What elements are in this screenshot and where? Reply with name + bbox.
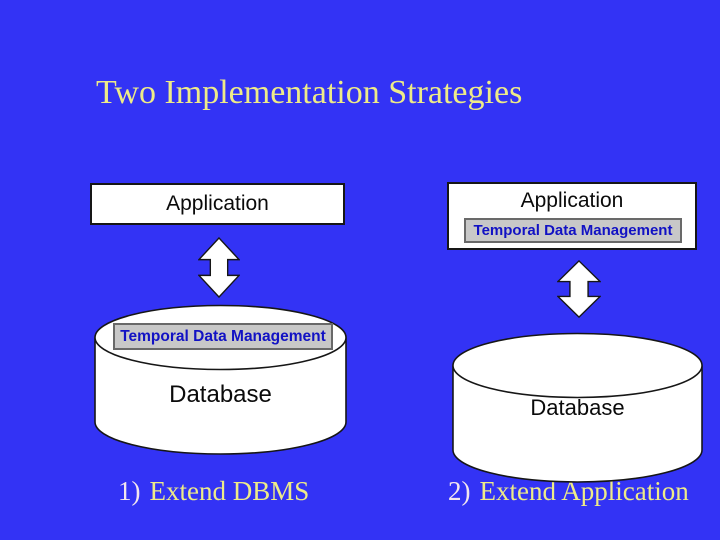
application-box-left: Application — [90, 183, 345, 225]
double-arrow-icon — [198, 237, 240, 298]
database-cylinder-left — [93, 304, 348, 456]
database-label: Database — [169, 381, 272, 408]
database-cylinder-right — [451, 332, 704, 484]
database-cylinder-shape — [94, 304, 347, 455]
double-arrow-icon — [198, 237, 240, 298]
tdm-box-left: Temporal Data Management — [113, 323, 333, 350]
caption-extend-application: 2)Extend Application — [448, 476, 689, 507]
tdm-label: Temporal Data Management — [120, 328, 326, 345]
application-box-right: Application Temporal Data Management — [447, 182, 697, 250]
application-label: Application — [166, 192, 269, 215]
tdm-box-right: Temporal Data Management — [464, 218, 682, 243]
caption-extend-dbms: 1) Extend DBMS — [118, 476, 309, 507]
caption-number: 1) — [118, 476, 141, 506]
database-cylinder-shape — [452, 332, 703, 483]
database-label: Database — [530, 395, 625, 420]
double-arrow-icon — [557, 260, 601, 318]
application-label: Application — [520, 189, 624, 212]
double-arrow-icon — [557, 260, 601, 318]
tdm-label: Temporal Data Management — [473, 222, 673, 239]
page-title: Two Implementation Strategies — [96, 74, 523, 111]
caption-number: 2) — [448, 476, 471, 506]
caption-text: Extend DBMS — [149, 476, 310, 506]
